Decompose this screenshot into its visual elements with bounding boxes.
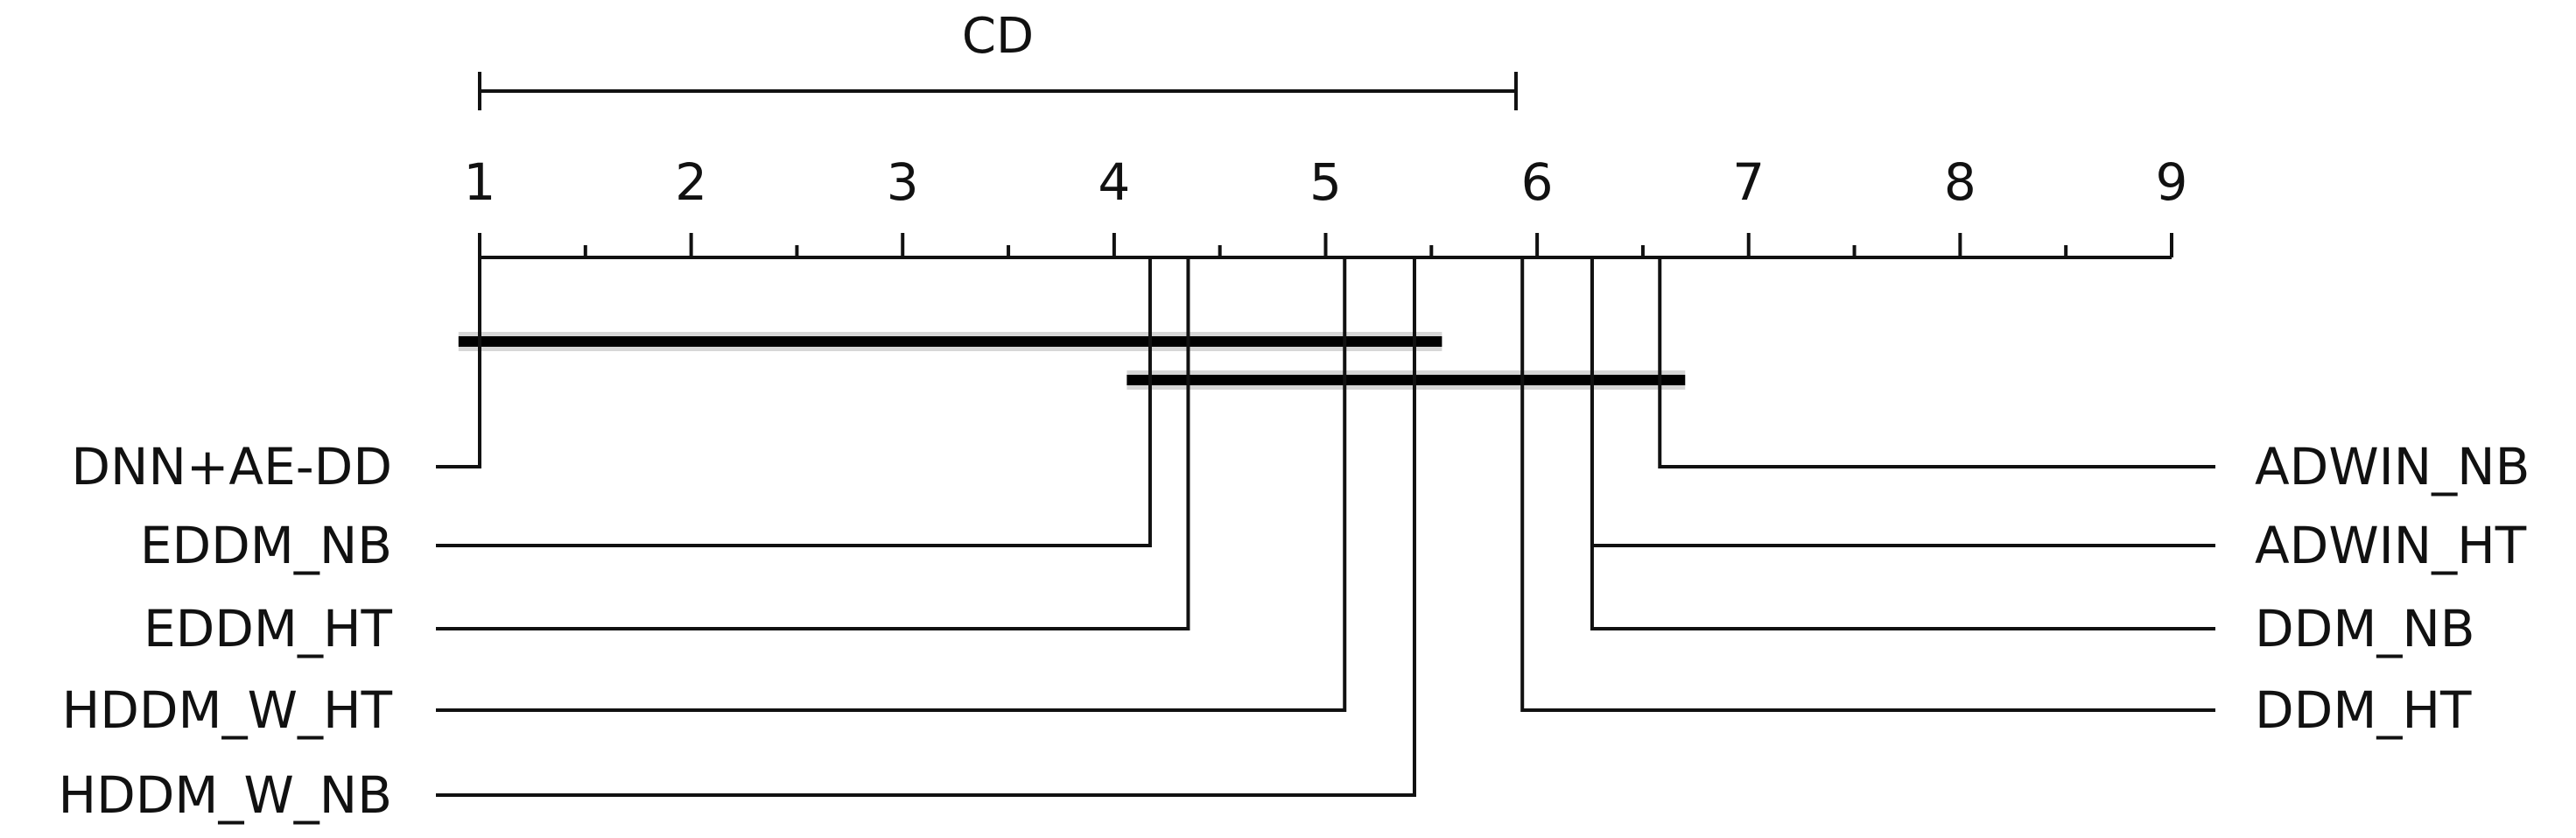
connector-right	[1590, 257, 2215, 547]
tick-label: 7	[1732, 152, 1765, 212]
method-label: DDM_HT	[2255, 680, 2472, 740]
tick-label: 9	[2156, 152, 2188, 212]
cd-label: CD	[962, 8, 1034, 65]
clique-bars	[458, 332, 1686, 390]
connector-left	[436, 257, 1347, 712]
tick-label: 5	[1309, 152, 1342, 212]
method-connectors	[436, 257, 2215, 797]
connector-right	[1520, 257, 2215, 712]
method-label: HDDM_W_NB	[58, 765, 392, 825]
tick-label: 8	[1944, 152, 1976, 212]
tick-label: 1	[464, 152, 496, 212]
tick-label: 3	[887, 152, 919, 212]
tick-label: 2	[675, 152, 707, 212]
method-labels: DNN+AE-DD EDDM_NB EDDM_HT HDDM_W_HT HDDM_W_N…	[58, 437, 2530, 825]
method-label: ADWIN_HT	[2255, 516, 2527, 575]
connector-right	[1590, 257, 2215, 630]
tick-label: 6	[1521, 152, 1554, 212]
rank-axis: 1 2 3 4 5 6 7 8 9	[464, 152, 2188, 259]
critical-difference-bar: CD	[478, 8, 1518, 110]
method-label: ADWIN_NB	[2255, 437, 2530, 496]
connector-left	[436, 257, 1152, 547]
connector-left	[436, 257, 481, 468]
method-label: EDDM_HT	[144, 599, 393, 658]
method-label: DDM_NB	[2255, 599, 2475, 658]
method-label: EDDM_NB	[140, 516, 392, 575]
connector-left	[436, 257, 1416, 797]
connector-left	[436, 257, 1190, 630]
method-label: DNN+AE-DD	[71, 437, 392, 496]
connector-right	[1658, 257, 2215, 468]
tick-label: 4	[1098, 152, 1130, 212]
method-label: HDDM_W_HT	[62, 680, 393, 740]
